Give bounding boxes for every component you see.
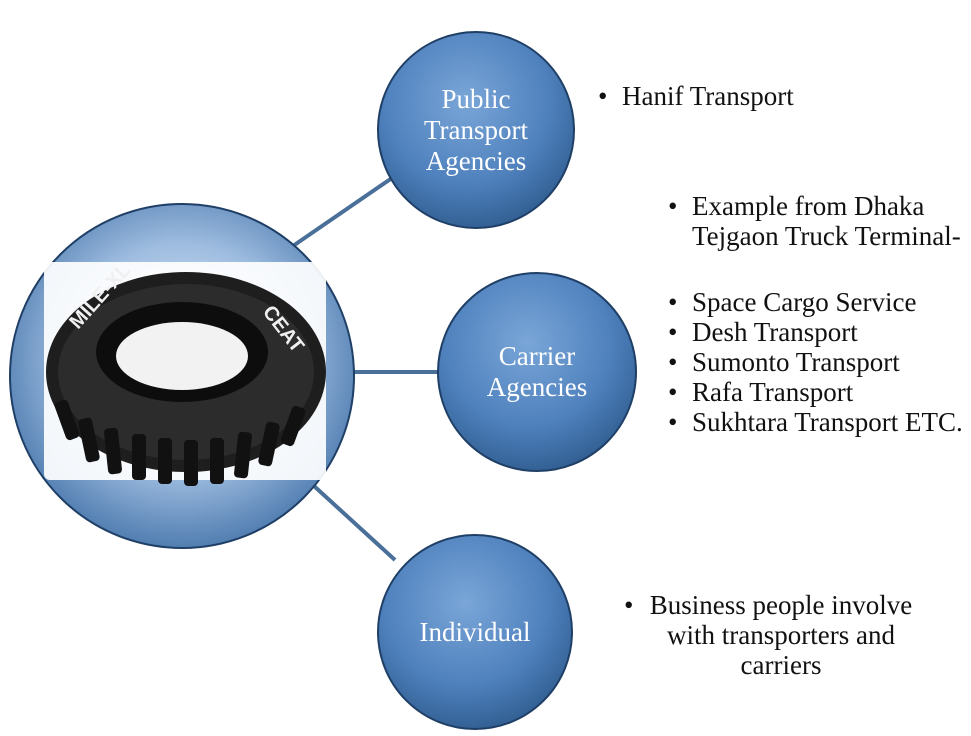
- node-individual: [377, 534, 573, 730]
- node-carrier-label-line-1: Carrier: [498, 341, 576, 371]
- carrier-detail-item: Rafa Transport: [668, 377, 968, 407]
- carrier-intro-item: Example from Dhaka Tejgaon Truck Termina…: [668, 191, 968, 251]
- node-carrier-label: Carrier Agencies: [457, 330, 617, 414]
- node-carrier-agencies: [437, 272, 637, 472]
- node-public-label-line-3: Agencies: [425, 145, 527, 176]
- individual-detail-item: Business people involve with transporter…: [624, 590, 914, 680]
- node-individual-label: Individual: [395, 612, 555, 652]
- tire-image: MILE-XL CEAT: [46, 259, 326, 486]
- carrier-detail-item: Sumonto Transport: [668, 347, 968, 377]
- node-carrier-label-line-2: Agencies: [486, 372, 588, 402]
- carrier-detail-item: Desh Transport: [668, 317, 968, 347]
- node-individual-label-line-1: Individual: [419, 616, 531, 647]
- node-public-label-line-2: Transport: [423, 114, 529, 145]
- carrier-detail-item: Space Cargo Service: [668, 287, 968, 317]
- connector-individual: [312, 484, 397, 562]
- carrier-details-list: Example from Dhaka Tejgaon Truck Termina…: [668, 191, 968, 437]
- public-details-list: Hanif Transport: [598, 81, 958, 111]
- connector-public: [288, 176, 394, 250]
- node-public-transport-agencies: [377, 31, 575, 229]
- carrier-detail-item: Sukhtara Transport ETC.: [668, 407, 968, 437]
- individual-details-list: Business people involve with transporter…: [624, 590, 914, 680]
- node-public-label-line-1: Public: [441, 83, 511, 114]
- node-public-label: Public Transport Agencies: [396, 62, 556, 198]
- public-detail-item: Hanif Transport: [598, 81, 958, 111]
